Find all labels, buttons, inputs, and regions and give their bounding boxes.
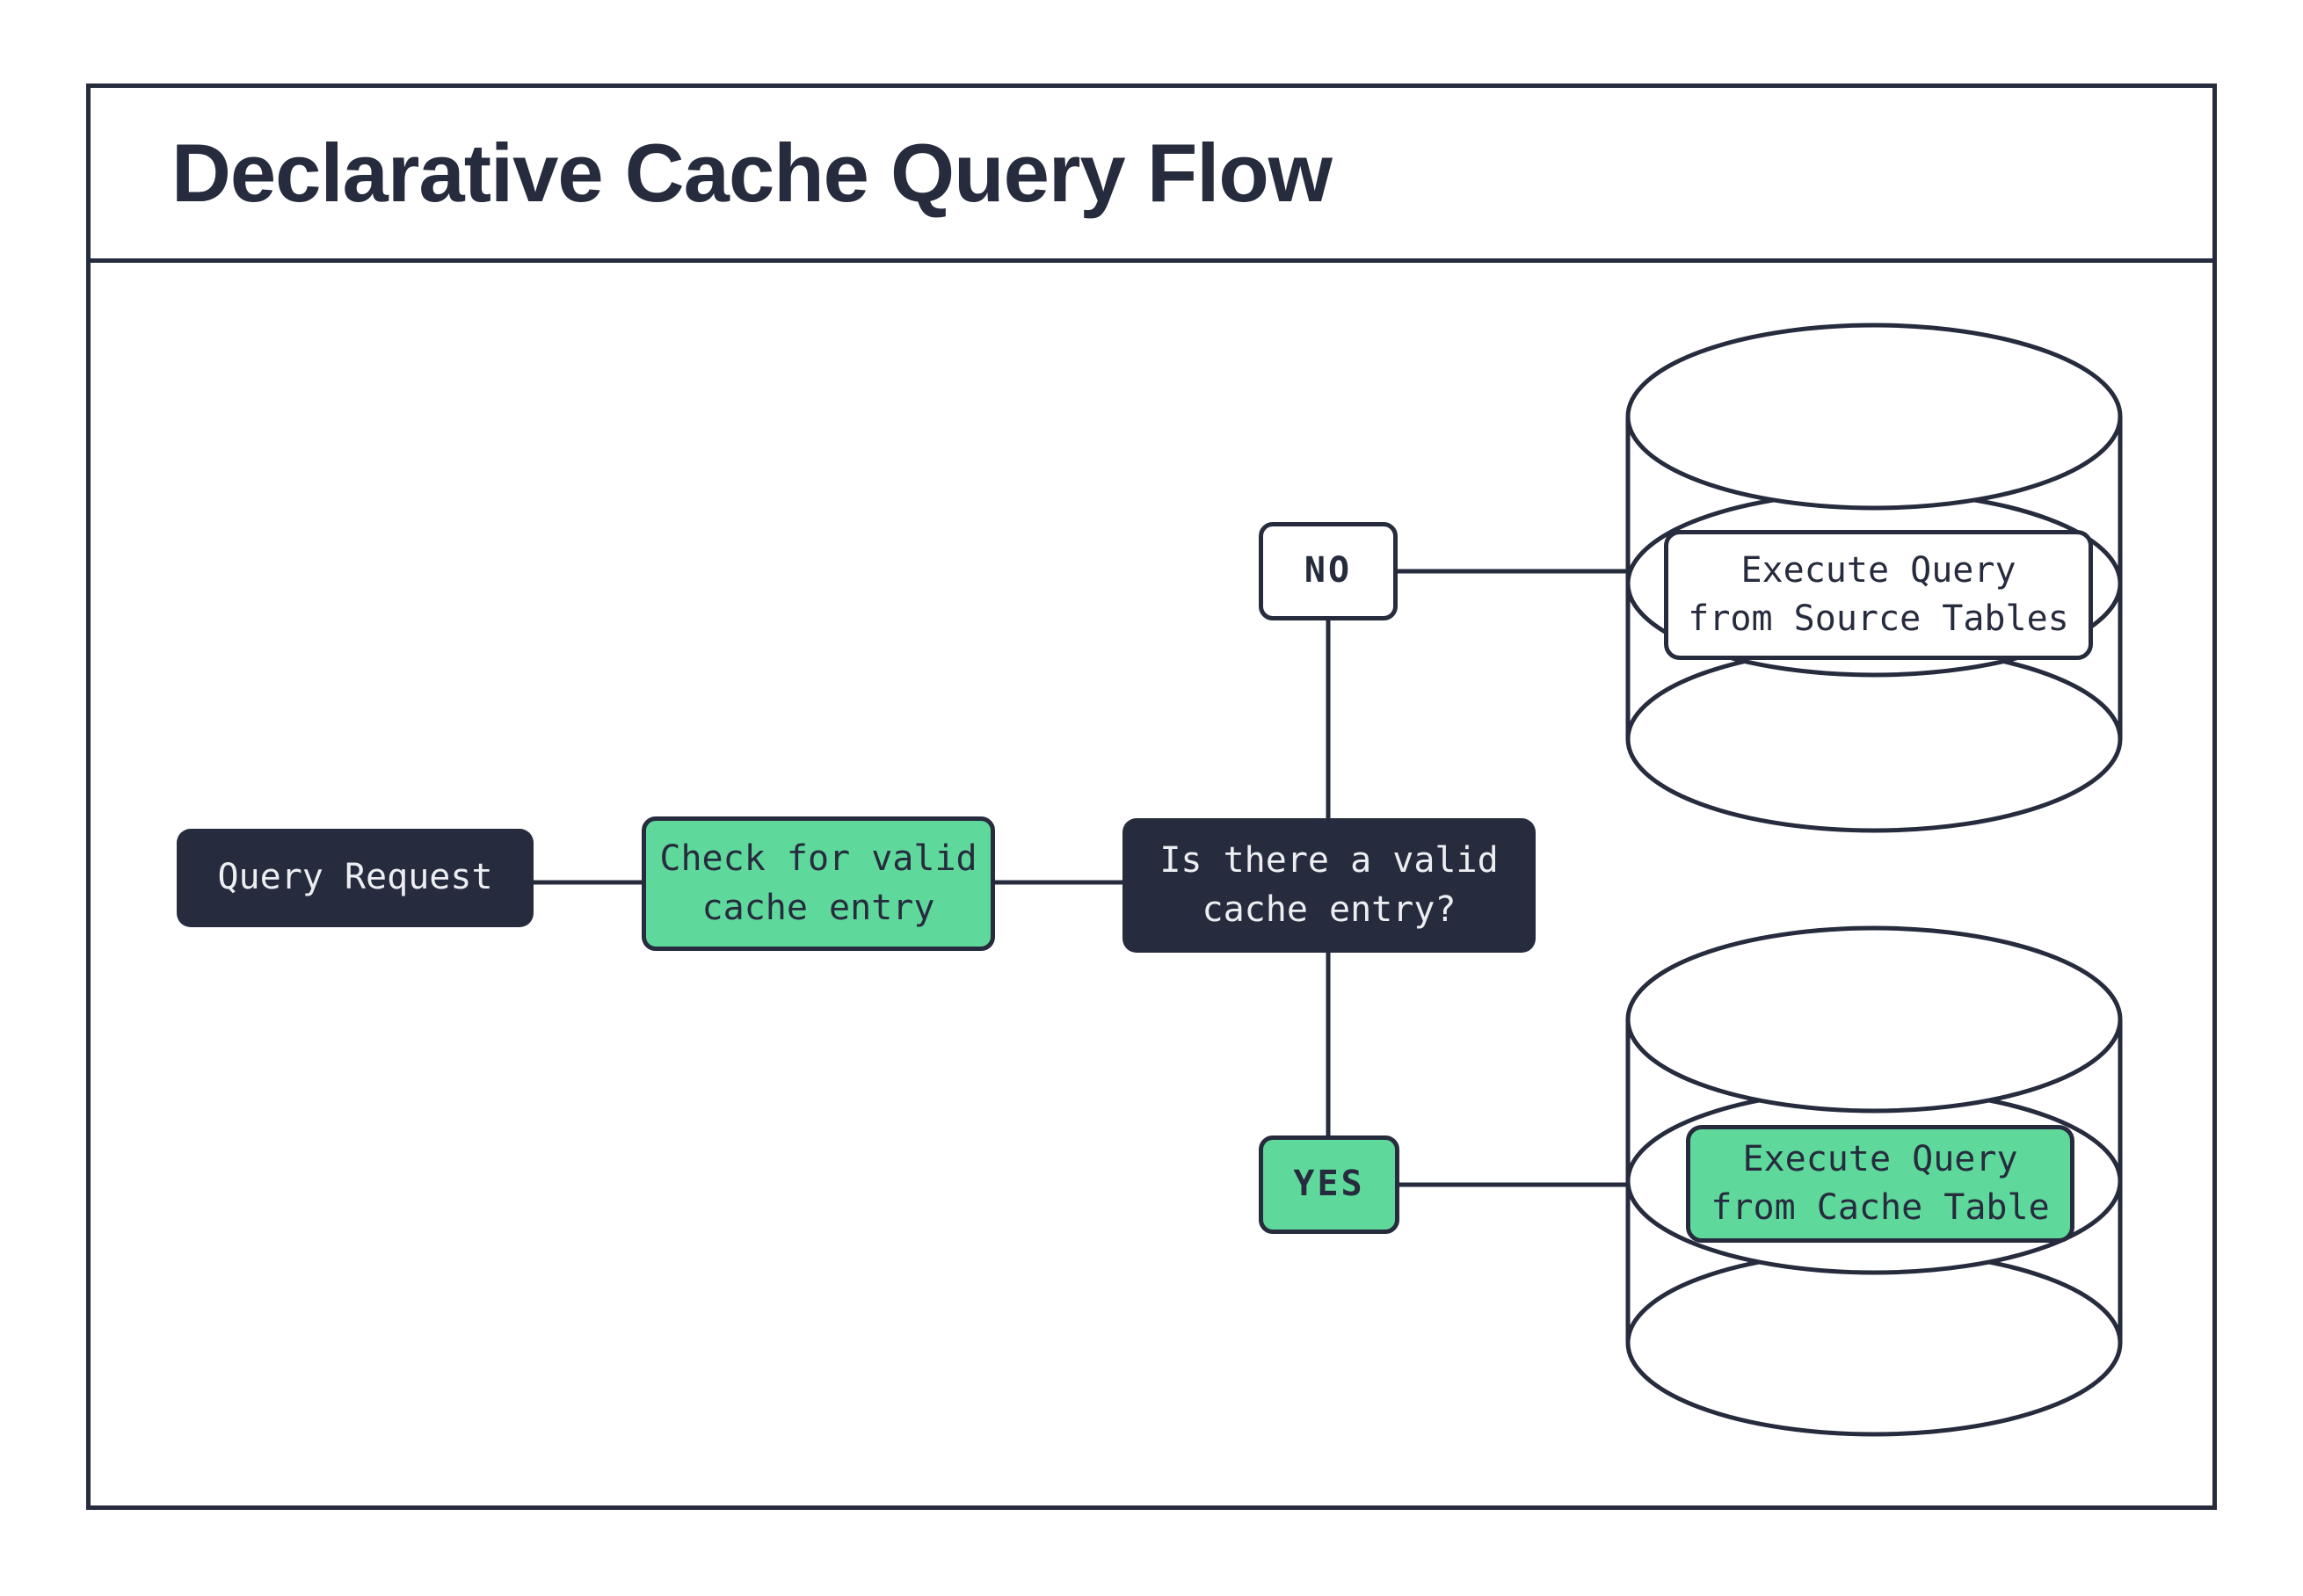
edge-label-no: NO [1259, 522, 1398, 620]
edge-label-yes: YES [1259, 1135, 1399, 1234]
node-execute-query-cache-table: Execute Query from Cache Table [1686, 1125, 2074, 1243]
node-execute-query-source-tables: Execute Query from Source Tables [1664, 530, 2093, 660]
database-disk-top [1625, 925, 2123, 1114]
database-disk-bottom [1625, 1249, 2123, 1437]
diagram-title: Declarative Cache Query Flow [171, 127, 1333, 219]
diagram-header: Declarative Cache Query Flow [91, 88, 2212, 263]
node-decision-valid-cache: Is there a valid cache entry? [1122, 818, 1536, 953]
node-query-request: Query Request [177, 829, 534, 927]
database-disk-top [1625, 323, 2123, 511]
node-check-cache-entry: Check for valid cache entry [642, 816, 995, 951]
